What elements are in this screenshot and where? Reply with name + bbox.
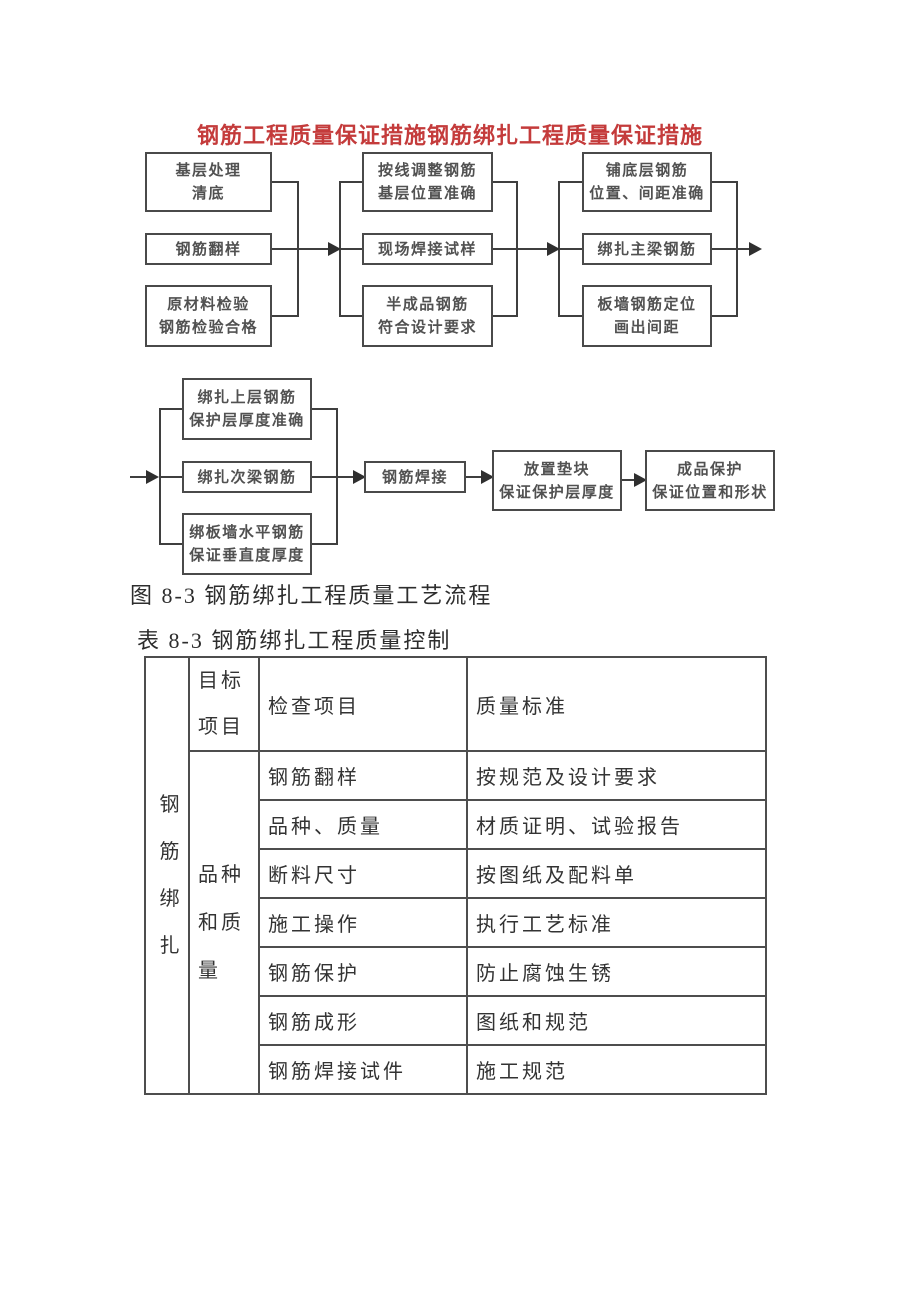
- table-cell-item: 钢筋翻样: [258, 750, 468, 801]
- arrow-head: [353, 470, 366, 484]
- arrow-head: [328, 242, 341, 256]
- flow-box-slab-wall-positioning: 板墙钢筋定位 画出间距: [582, 285, 712, 347]
- table-row: 品种 和质 量 钢筋翻样 按规范及设计要求: [145, 750, 767, 1095]
- table-cell-standard: 按规范及设计要求: [466, 750, 767, 801]
- table-row: 钢筋焊接试件 施工规范: [145, 1044, 767, 1095]
- flow-connectors: [130, 181, 762, 545]
- flow-box-rebar-welding: 钢筋焊接: [364, 461, 466, 493]
- figure-caption: 图 8-3 钢筋绑扎工程质量工艺流程: [130, 583, 493, 608]
- process-flowchart: 基层处理 清底 钢筋翻样 原材料检验 钢筋检验合格 按线调整钢筋 基层位置准确 …: [0, 0, 920, 620]
- table-caption: 表 8-3 钢筋绑扎工程质量控制: [137, 628, 452, 653]
- flow-box-secondary-beam-tying: 绑扎次梁钢筋: [182, 461, 312, 493]
- row-group-label: 钢 筋 绑 扎: [144, 656, 190, 1095]
- arrow-head: [634, 473, 647, 487]
- table-row: 品种、质量 材质证明、试验报告: [145, 799, 767, 850]
- table-cell-item: 钢筋保护: [258, 946, 468, 997]
- arrow-head: [749, 242, 762, 256]
- table-cell-standard: 执行工艺标准: [466, 897, 767, 948]
- table-cell-item: 钢筋焊接试件: [258, 1044, 468, 1095]
- table-row: 断料尺寸 按图纸及配料单: [145, 848, 767, 899]
- table-header-row: 钢 筋 绑 扎 目标 项目 检查项目 质量标准: [144, 656, 767, 1095]
- flow-box-material-inspection: 原材料检验 钢筋检验合格: [145, 285, 272, 347]
- table-row: 施工操作 执行工艺标准: [145, 897, 767, 948]
- table-row: 钢筋保护 防止腐蚀生锈: [145, 946, 767, 997]
- flow-box-site-weld-sample: 现场焊接试样: [362, 233, 493, 265]
- table-cell-standard: 按图纸及配料单: [466, 848, 767, 899]
- table-cell-standard: 施工规范: [466, 1044, 767, 1095]
- flow-box-semi-finished: 半成品钢筋 符合设计要求: [362, 285, 493, 347]
- flow-box-bottom-layer: 铺底层钢筋 位置、间距准确: [582, 152, 712, 212]
- flow-box-main-beam-tying: 绑扎主梁钢筋: [582, 233, 712, 265]
- header-quality-standard: 质量标准: [466, 656, 767, 752]
- flow-box-place-spacers: 放置垫块 保证保护层厚度: [492, 450, 622, 511]
- table-cell-standard: 图纸和规范: [466, 995, 767, 1046]
- header-check-item: 检查项目: [258, 656, 468, 752]
- flow-box-finished-protection: 成品保护 保证位置和形状: [645, 450, 775, 511]
- category-label: 品种 和质 量: [188, 750, 260, 1095]
- flow-box-upper-layer-tying: 绑扎上层钢筋 保护层厚度准确: [182, 378, 312, 440]
- table-cell-item: 施工操作: [258, 897, 468, 948]
- flow-box-adjust-by-line: 按线调整钢筋 基层位置准确: [362, 152, 493, 212]
- table-cell-standard: 材质证明、试验报告: [466, 799, 767, 850]
- flow-box-rebar-detailing: 钢筋翻样: [145, 233, 272, 265]
- arrow-head: [146, 470, 159, 484]
- table-cell-item: 品种、质量: [258, 799, 468, 850]
- document-title: 钢筋工程质量保证措施钢筋绑扎工程质量保证措施: [196, 123, 703, 148]
- header-target-item: 目标 项目: [188, 656, 260, 752]
- table-cell-item: 断料尺寸: [258, 848, 468, 899]
- arrow-head-icons: [146, 242, 762, 487]
- table-cell-item: 钢筋成形: [258, 995, 468, 1046]
- flow-box-base-cleanup: 基层处理 清底: [145, 152, 272, 212]
- table-row: 钢筋成形 图纸和规范: [145, 995, 767, 1046]
- table-cell-standard: 防止腐蚀生锈: [466, 946, 767, 997]
- quality-control-table: 钢 筋 绑 扎 目标 项目 检查项目 质量标准 品种 和质 量 钢筋翻样 按规范…: [144, 656, 767, 1095]
- arrow-head: [481, 470, 494, 484]
- arrow-head: [547, 242, 560, 256]
- flow-box-wall-horizontal-tying: 绑板墙水平钢筋 保证垂直度厚度: [182, 513, 312, 575]
